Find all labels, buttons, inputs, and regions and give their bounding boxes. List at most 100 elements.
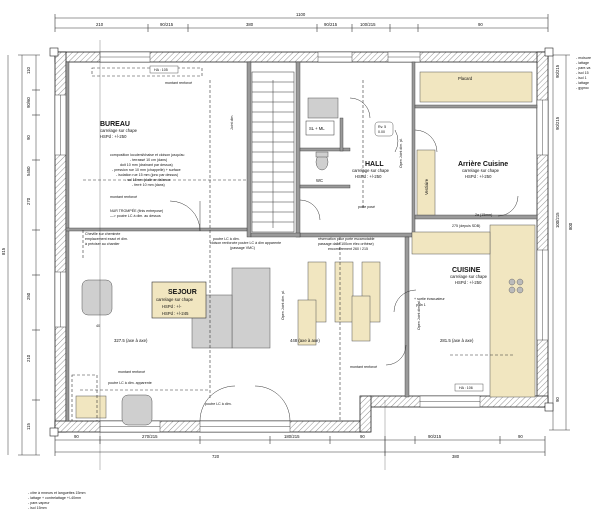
note-bureau-3: doit 10 mm (drainant par dessus)	[120, 163, 173, 167]
room-sejour-hsp2: HSPd : +/-245	[162, 311, 189, 316]
left-dimensions: 815 110 90/60 90 5450 270 250 210 115	[1, 54, 40, 456]
note-bureau-5: - isolation rue 15 mm (jonc par dessus)	[116, 173, 178, 177]
room-placard-name: Placard	[458, 76, 473, 81]
legend-bottom-2: - lattage + contrelattage +/-40mm	[28, 496, 81, 500]
side-table	[75, 395, 107, 419]
bottom-dimensions: 90 270/215 180/215 90 90/215 90 720 380	[54, 434, 546, 459]
note-ha106: HA : 106	[459, 386, 473, 390]
note-bureau-4: - pression rue 10 mm (chappelle) + surfa…	[112, 168, 181, 172]
dim-bottom-seg-4: 90	[360, 434, 365, 439]
note-poutre-3: poutre LC à dim.	[205, 402, 232, 406]
legend-right-4: - isol 15	[576, 71, 589, 75]
note-cheminee-3: à préciser au chantier	[85, 242, 120, 246]
note-rv-2: 0.00	[378, 130, 385, 134]
dim-top-seg-4: 90/215	[324, 22, 338, 27]
outer-walls	[49, 47, 554, 437]
dim-left-seg-7: 210	[26, 354, 31, 362]
note-nur-trompe-2: —> poutre LC à dim. au dessus	[110, 214, 161, 218]
dim-left-seg-1: 110	[26, 67, 31, 74]
dim-left-seg-2: 90/60	[26, 97, 31, 108]
note-bureau-7: - ferré 10 mm (dans)	[132, 183, 165, 187]
legend-bottom-1: - citre à mneurs et languettes 15mm	[28, 491, 86, 495]
note-cloison-1: cloison renforcée poutre LC à dim appare…	[210, 241, 281, 245]
note-bureau-2: - terrassé 10 cm (dans)	[130, 158, 167, 162]
room-arriere-cuisine-hsp: HSPd : +/-250	[465, 174, 492, 179]
note-poutre-2: poutre LC à dim. apparente	[108, 381, 152, 385]
placard-unit	[419, 71, 533, 103]
note-montant-3: montant renforcé	[118, 370, 145, 374]
note-ha105: HA : 105	[154, 68, 168, 72]
interior-partitions	[65, 61, 538, 422]
dining-chair-4	[297, 299, 317, 346]
dim-right-total: 800	[568, 222, 573, 230]
legend-bottom-4: - isol 15mm	[28, 506, 47, 510]
dim-bottom-seg-5: 90/215	[428, 434, 442, 439]
toilet-tank	[315, 151, 329, 158]
room-bureau-floor: carrelage sur chape	[100, 128, 138, 133]
note-cloison-2: (passage VMC)	[230, 246, 255, 250]
note-sejour-d1: 327.5 (axe à axe)	[114, 338, 148, 343]
dim-bottom-seg-2: 270/215	[142, 434, 158, 439]
room-cuisine-name: CUISINE	[452, 267, 481, 274]
room-wc-name: WC	[316, 178, 323, 183]
dim-top-seg-3: 380	[246, 22, 254, 27]
doors	[169, 97, 519, 422]
note-cuisine: 275 (depuis SDB)	[452, 224, 480, 228]
legend-right-7: - gyproc	[576, 86, 589, 90]
legend-bottom: - citre à mneurs et languettes 15mm - la…	[28, 491, 86, 510]
dim-right-seg-3: 100/215	[555, 212, 560, 228]
dim-right-seg-1: 90/215	[555, 64, 560, 78]
staircase	[251, 71, 295, 233]
dim-top-seg-2: 90/215	[160, 22, 174, 27]
note-hauteur: Joint dim.	[230, 115, 234, 130]
note-porte-open-2: Open Joint dim. pl.	[417, 300, 421, 330]
dim-left-seg-3: 90	[26, 135, 31, 140]
dim-left-total: 815	[1, 247, 6, 255]
bathtub	[307, 97, 339, 119]
annotations: HA : 105 montant renforcé composition lo…	[85, 65, 492, 406]
dim-top-seg-5: 100/215	[360, 22, 376, 27]
note-poutre-lc: poutre LC à dim.	[213, 237, 240, 241]
dim-bottom-total-right: 380	[452, 454, 460, 459]
note-reservation-2: passage dalle 100cm élec orthèse)	[318, 242, 374, 246]
dim-bottom-total-left: 720	[212, 454, 220, 459]
dim-left-seg-4: 5450	[26, 166, 31, 176]
dim-left-seg-5: 270	[26, 197, 31, 205]
dim-left-seg-6: 250	[26, 292, 31, 300]
note-bureau-1: composition loculent/chaise et cloison j…	[110, 153, 184, 157]
note-cheminee-2: emplacement exact et dim.	[85, 237, 128, 241]
note-cheminee-1: Cheville sur cheminée	[85, 232, 120, 236]
room-bureau-hsp: HSPd : +/-250	[100, 134, 127, 139]
note-bureau-6: - sol 15mm (dalle en faïence	[125, 178, 170, 182]
note-hall: porte posé	[358, 205, 375, 209]
dim-left-seg-8: 115	[26, 423, 31, 430]
room-sejour-floor: carrelage sur chape	[156, 297, 194, 302]
armchair-top	[81, 279, 113, 316]
legend-right-1: - moisure	[576, 56, 591, 60]
note-placard-dims: 2a (15mm)	[475, 213, 492, 217]
room-sdb-name: SL + ML	[309, 126, 325, 131]
room-cuisine-floor: carrelage sur chape	[450, 274, 488, 279]
sofa	[231, 267, 271, 349]
dining-chair-2	[334, 261, 354, 323]
room-cuisine-hsp: HSPd : +/-250	[455, 280, 482, 285]
note-n40: 40	[96, 324, 100, 328]
note-montant-2: montant renforcé	[110, 195, 137, 199]
room-arriere-cuisine-name: Arrière Cuisine	[458, 161, 508, 168]
note-rv: Rv. 5	[378, 125, 386, 129]
dim-bottom-seg-6: 90	[518, 434, 523, 439]
note-cuisine-d: 281.5 (axe à axe)	[440, 338, 474, 343]
note-sejour-d2: 448 (axe à axe)	[290, 338, 320, 343]
vestiaire-unit	[416, 149, 436, 216]
note-vestiaire-open: Open Joint dim. pl.	[399, 138, 403, 168]
note-porte-open: Open Joint dim. pl.	[281, 290, 285, 320]
right-dimensions: 800 90/215 90/215 100/215 90	[549, 54, 573, 431]
room-arriere-cuisine-floor: carrelage sur chape	[462, 168, 500, 173]
room-bureau-name: BUREAU	[100, 121, 130, 128]
kitchen-island	[411, 231, 491, 255]
room-hall-name: HALL	[365, 161, 384, 168]
note-montant-4: montant renforcé	[350, 365, 377, 369]
note-rdm-2: plan 1	[416, 303, 426, 307]
room-labels: BUREAU carrelage sur chape HSPd : +/-250…	[100, 76, 508, 316]
